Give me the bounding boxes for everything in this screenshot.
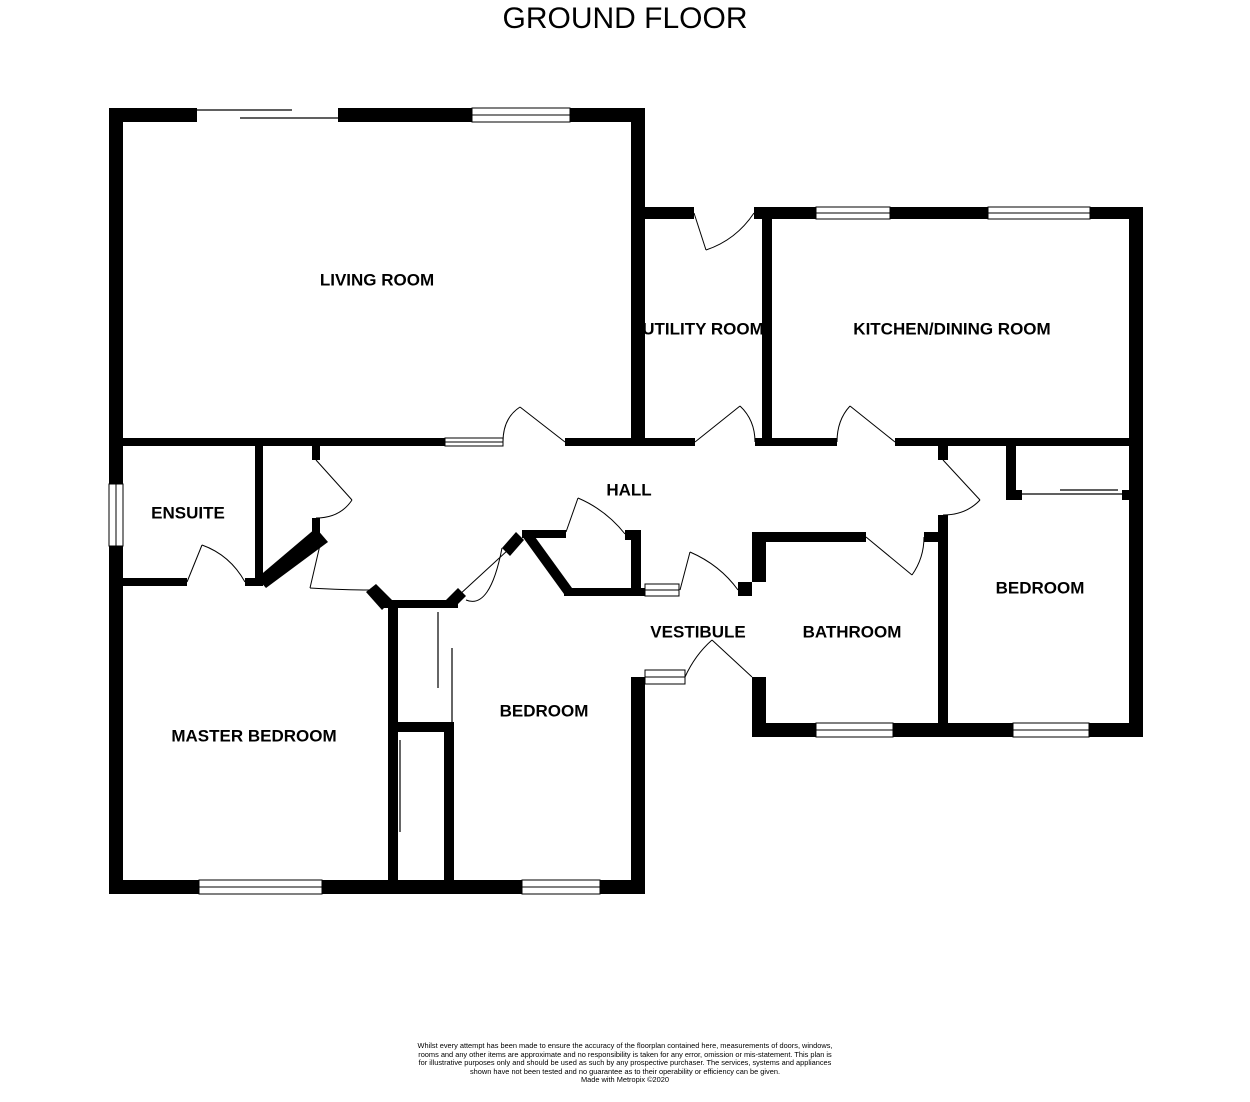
- wall: [522, 530, 572, 594]
- door-swing: [309, 544, 371, 591]
- wall: [444, 722, 454, 894]
- window: [471, 107, 571, 123]
- wall: [564, 588, 646, 596]
- room-label-master-bedroom: MASTER BEDROOM: [171, 726, 336, 745]
- wall: [255, 438, 263, 584]
- door-swing: [186, 544, 246, 583]
- wall: [382, 600, 458, 608]
- wall: [1129, 446, 1143, 737]
- wall: [752, 532, 866, 542]
- wall: [638, 207, 694, 219]
- door-swing: [836, 405, 896, 443]
- wardrobe-sliding-door: [437, 612, 453, 722]
- wall: [755, 438, 837, 446]
- window: [1012, 722, 1090, 738]
- walls: [109, 108, 1143, 894]
- door-swing: [693, 212, 755, 251]
- sliding-doors: [197, 109, 1122, 880]
- room-label-bedroom-right: BEDROOM: [996, 578, 1085, 597]
- wall: [570, 108, 645, 122]
- window: [444, 437, 504, 447]
- room-label-living-room: LIVING ROOM: [320, 270, 434, 289]
- wall: [388, 722, 452, 732]
- wall: [257, 528, 328, 588]
- window: [815, 206, 891, 220]
- door-swing: [315, 459, 353, 519]
- room-label-bathroom: BATHROOM: [803, 622, 902, 641]
- wall: [109, 546, 123, 893]
- door-swing: [679, 551, 739, 591]
- room-label-hall: HALL: [606, 480, 651, 499]
- wall: [762, 207, 772, 446]
- room-label-utility-room: UTILITY ROOM: [642, 319, 764, 338]
- room-label-kitchen-dining: KITCHEN/DINING ROOM: [853, 319, 1050, 338]
- room-label-ensuite: ENSUITE: [151, 503, 225, 522]
- wall: [631, 530, 641, 596]
- wardrobe-sliding-door: [1022, 489, 1122, 495]
- wall: [522, 530, 566, 538]
- door-swing: [457, 547, 509, 602]
- wall: [109, 438, 445, 446]
- wall: [938, 446, 948, 460]
- wall: [109, 108, 197, 122]
- metropix-credit: Made with Metropix ©2020: [580, 1075, 670, 1085]
- wall: [1129, 207, 1143, 446]
- wall: [1006, 490, 1022, 500]
- wall: [245, 578, 263, 586]
- wall: [752, 677, 766, 737]
- wall: [312, 518, 320, 534]
- wall: [565, 438, 695, 446]
- wall: [1122, 490, 1143, 500]
- room-label-bedroom-center: BEDROOM: [500, 701, 589, 720]
- wall: [338, 108, 472, 122]
- window: [815, 722, 894, 738]
- door-swing: [684, 639, 753, 678]
- windows: [108, 107, 1091, 895]
- wall: [109, 438, 123, 484]
- wall: [631, 108, 645, 444]
- wall: [924, 532, 946, 542]
- window: [198, 879, 323, 895]
- wardrobe-sliding-door: [391, 740, 401, 880]
- wall: [752, 723, 816, 737]
- doors: [186, 212, 981, 678]
- wall: [738, 582, 752, 596]
- wall: [322, 880, 522, 894]
- window: [521, 879, 601, 895]
- door-swing: [502, 406, 566, 443]
- floor-title: GROUND FLOOR: [502, 2, 748, 35]
- wall: [1006, 446, 1016, 500]
- wall: [895, 438, 1143, 446]
- wall: [890, 207, 988, 219]
- window: [108, 483, 124, 547]
- window: [644, 583, 680, 597]
- wall: [388, 600, 398, 894]
- disclaimer-block: Whilst every attempt has been made to en…: [415, 1041, 835, 1085]
- wall: [109, 108, 123, 444]
- door-swing: [942, 459, 981, 516]
- door-swing: [865, 536, 925, 576]
- wall: [312, 446, 320, 460]
- patio-sliding-door: [197, 109, 338, 119]
- wall: [752, 532, 766, 582]
- door-swing: [565, 497, 626, 535]
- room-label-vestibule: VESTIBULE: [650, 622, 745, 641]
- window: [987, 206, 1091, 220]
- wall: [893, 723, 1013, 737]
- wall: [600, 880, 645, 894]
- wall: [109, 578, 187, 586]
- wall: [109, 880, 199, 894]
- window: [644, 669, 686, 685]
- wall: [938, 515, 948, 737]
- wall: [631, 677, 645, 893]
- disclaimer-text: Whilst every attempt has been made to en…: [417, 1041, 833, 1076]
- door-swing: [694, 405, 756, 443]
